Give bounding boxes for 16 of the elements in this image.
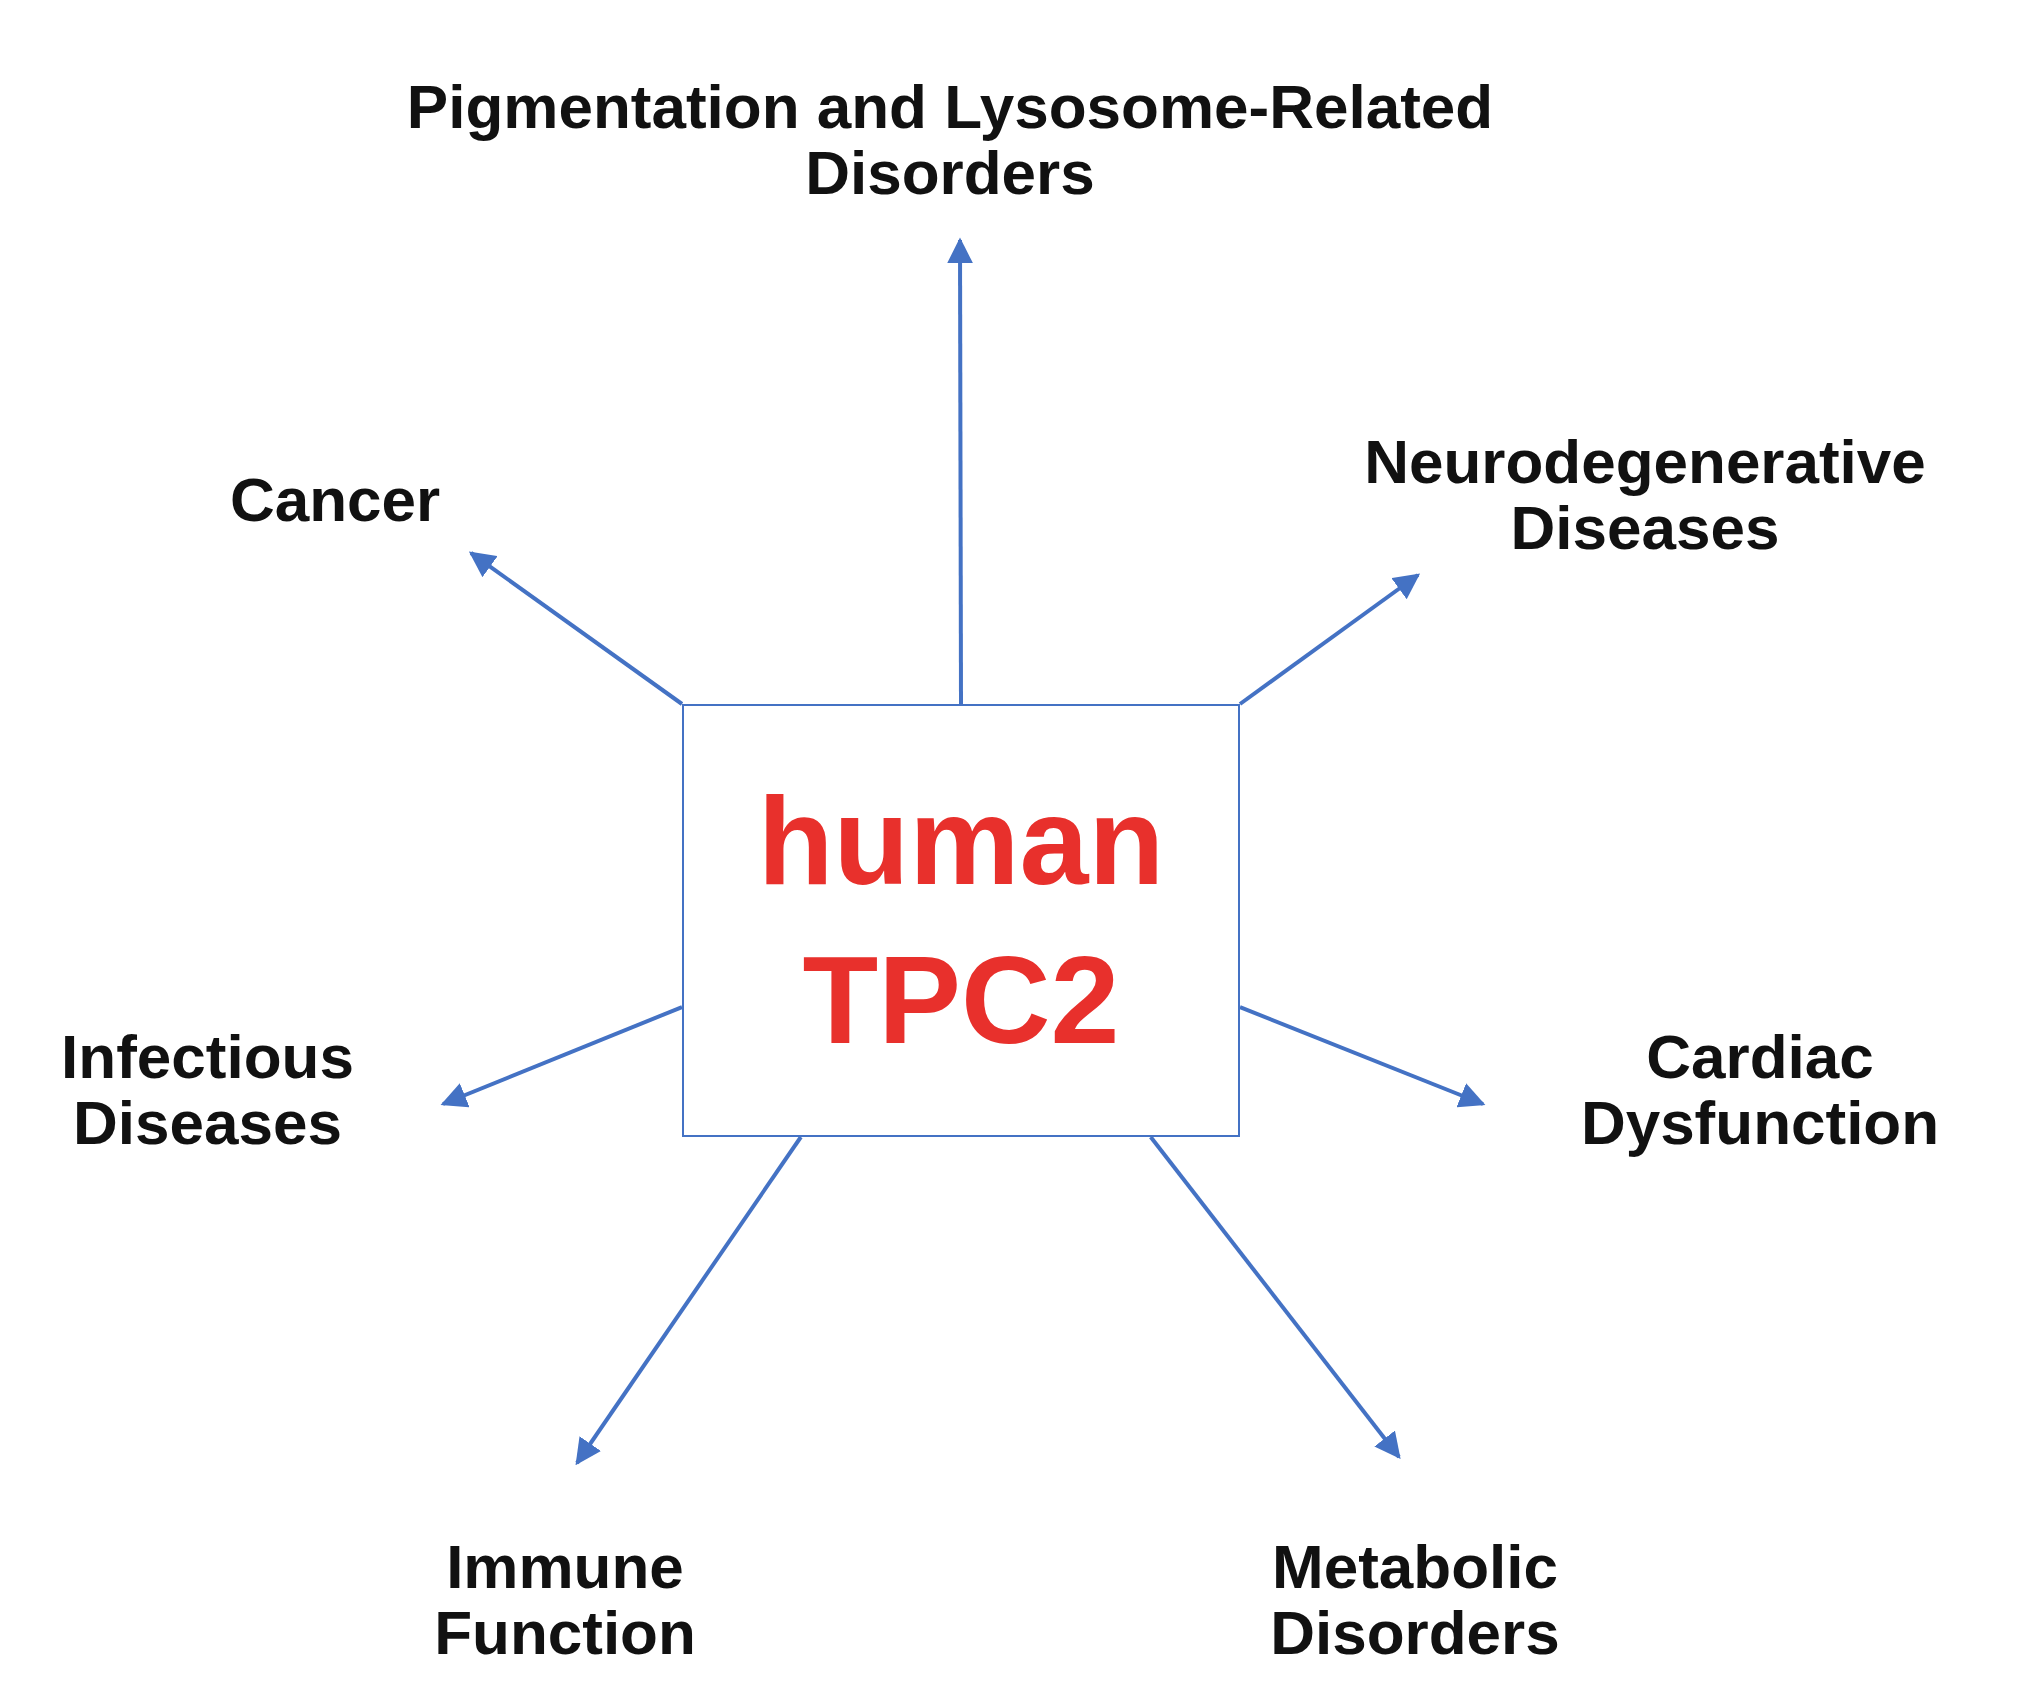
topic-label: Immune Function xyxy=(433,1534,697,1666)
topic-label: Cardiac Dysfunction xyxy=(1579,1024,1941,1156)
central-label: human TPC2 xyxy=(756,770,1166,1071)
arrow xyxy=(440,1005,683,1108)
topic-label: Pigmentation and Lysosome-Related Disorders xyxy=(405,74,1495,206)
arrow xyxy=(1239,1005,1486,1108)
arrow xyxy=(947,237,974,704)
central-box xyxy=(682,704,1240,1137)
topic-label: Neurodegenerative Diseases xyxy=(1363,429,1927,561)
arrow xyxy=(468,551,684,706)
topic-label: Infectious Diseases xyxy=(60,1024,355,1156)
topic-label: Cancer xyxy=(229,467,441,533)
arrow xyxy=(1238,573,1421,706)
arrow xyxy=(1149,1135,1401,1460)
topic-label: Metabolic Disorders xyxy=(1269,1534,1561,1666)
arrow xyxy=(575,1135,803,1466)
